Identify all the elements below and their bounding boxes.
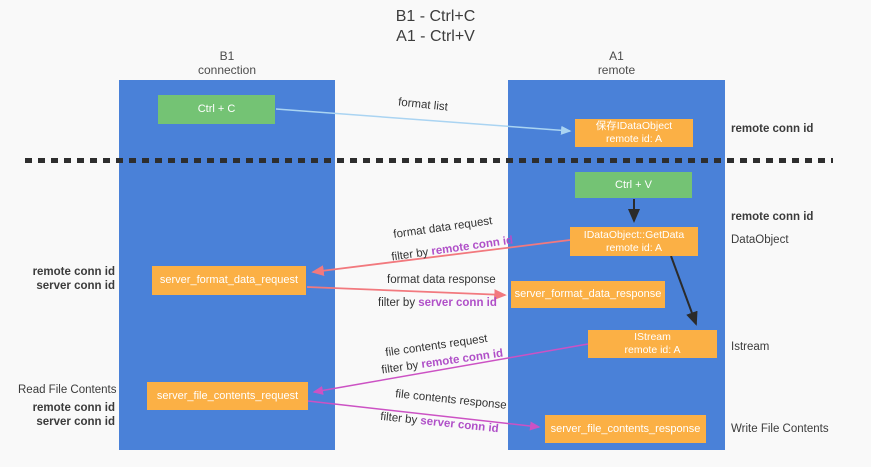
filter-by-text: filter by [380,358,423,377]
ctrl-v-label: Ctrl + V [615,178,652,191]
diagram-title: B1 - Ctrl+C A1 - Ctrl+V [0,7,871,47]
right-remote-conn-id-mid-label: remote conn id [731,211,814,223]
save-idataobject-line2: remote id: A [605,133,663,145]
server-format-data-request-node: server_format_data_request [152,266,306,295]
left-server-conn-id-label-2: server conn id [36,416,115,428]
filter-by-text: filter by [378,297,419,309]
lane-b1-role: connection [197,63,257,77]
filter-by-server-1: filter by server conn id [378,297,497,309]
server-conn-id-text: server conn id [419,415,500,436]
left-remote-conn-id-label-2: remote conn id [32,402,115,414]
filter-by-text: filter by [379,410,421,427]
server-format-data-response-node: server_format_data_response [511,281,665,308]
lane-b1-name: B1 [219,49,235,63]
title-line-2: A1 - Ctrl+V [396,28,475,45]
getdata-line2: remote id: A [605,241,663,254]
istream-line1: IStream [634,331,671,343]
save-idataobject-line1: 保存IDataObject [595,120,673,132]
right-remote-conn-id-top-label: remote conn id [731,123,814,135]
filter-by-remote-1: filter by remote conn id [391,235,514,264]
ctrl-c-node: Ctrl + C [158,95,275,124]
lane-header-b1: B1 connection [119,49,335,77]
left-server-conn-id-label: server conn id [36,280,115,292]
ctrl-v-node: Ctrl + V [575,172,692,198]
title-line-1: B1 - Ctrl+C [395,8,476,25]
dataobject-label: DataObject [731,234,789,246]
dashed-divider [25,158,833,163]
filter-by-text: filter by [390,245,433,264]
istream-node: IStream remote id: A [588,330,717,358]
format-list-label: format list [397,96,449,114]
lane-header-a1: A1 remote [508,49,725,77]
format-data-response-arrow [306,286,507,300]
save-idataobject-node: 保存IDataObject remote id: A [575,119,693,147]
lane-a1-name: A1 [609,49,624,63]
getdata-line1: IDataObject::GetData [583,228,685,241]
filter-by-server-2: filter by server conn id [380,411,499,435]
format-data-request-label: format data request [392,215,494,241]
istream-line2: remote id: A [624,344,681,356]
server-file-contents-request-node: server_file_contents_request [147,382,308,410]
file-contents-response-label: file contents response [394,388,508,412]
getdata-node: IDataObject::GetData remote id: A [570,227,698,256]
server-file-contents-request-label: server_file_contents_request [156,389,299,402]
istream-side-label: Istream [731,341,770,353]
server-file-contents-response-node: server_file_contents_response [545,415,706,443]
remote-conn-id-text: remote conn id [430,234,514,258]
server-conn-id-text: server conn id [418,297,497,309]
server-format-data-response-label: server_format_data_response [514,288,662,300]
read-file-contents-label: Read File Contents [18,384,117,396]
ctrl-c-label: Ctrl + C [197,103,236,115]
write-file-contents-label: Write File Contents [731,423,829,435]
server-file-contents-response-label: server_file_contents_response [550,422,701,435]
lane-a1-role: remote [597,63,636,77]
left-remote-conn-id-label: remote conn id [32,266,115,278]
server-format-data-request-label: server_format_data_request [159,274,299,286]
format-data-response-label: format data response [387,274,496,286]
